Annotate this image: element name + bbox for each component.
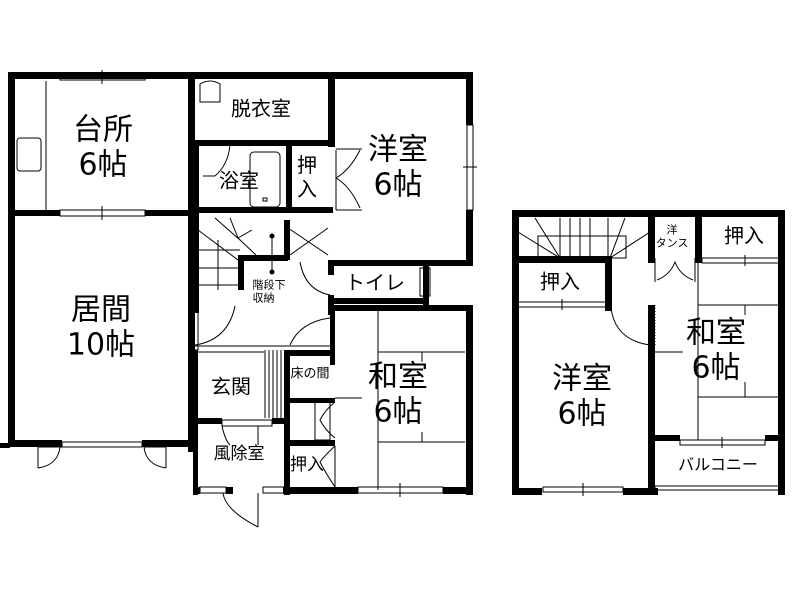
room-name: 洋室 (552, 361, 612, 397)
room-japanese2-label: 和室 6帖 (686, 315, 746, 386)
room-name: 台所 (73, 112, 133, 148)
label-line: 洋 (666, 223, 678, 237)
room-closet-upper-label: 押入 (297, 153, 317, 201)
room-wardrobe-label: 洋 タンス (656, 224, 689, 249)
room-kitchen-label: 台所 6帖 (73, 112, 133, 183)
room-closet-a-label: 押入 (540, 269, 580, 294)
room-name: 洋室 (368, 132, 428, 168)
room-bath-label: 浴室 (219, 168, 259, 193)
room-size: 6帖 (691, 350, 741, 385)
room-size: 6帖 (78, 147, 128, 182)
room-closet-b-label: 押入 (724, 223, 764, 248)
room-name: 和室 (368, 359, 428, 395)
room-size: 6帖 (373, 394, 423, 429)
room-tokonoma-label: 床の間 (290, 366, 330, 382)
room-size: 6帖 (373, 167, 423, 202)
room-understairs-label: 階段下 収納 (253, 279, 286, 304)
room-living-label: 居間 10帖 (66, 292, 136, 363)
room-entrance-label: 玄関 (211, 374, 251, 399)
label-line: 階段下 (252, 278, 286, 292)
room-windbreak-label: 風除室 (213, 444, 265, 465)
room-size: 10帖 (66, 327, 136, 362)
room-western1-label: 洋室 6帖 (368, 132, 428, 203)
room-closet-lower-label: 押入 (290, 455, 324, 476)
room-balcony-label: バルコニー (678, 454, 758, 474)
room-dressing-label: 脱衣室 (231, 96, 291, 121)
label-line: 収納 (252, 291, 275, 304)
room-name: 居間 (71, 292, 131, 328)
room-toilet-label: トイレ (345, 270, 405, 295)
label-line: タンス (655, 236, 689, 249)
room-western2-label: 洋室 6帖 (552, 361, 612, 432)
room-japanese1-label: 和室 6帖 (368, 359, 428, 430)
room-name: 和室 (686, 315, 746, 351)
room-size: 6帖 (557, 396, 607, 431)
